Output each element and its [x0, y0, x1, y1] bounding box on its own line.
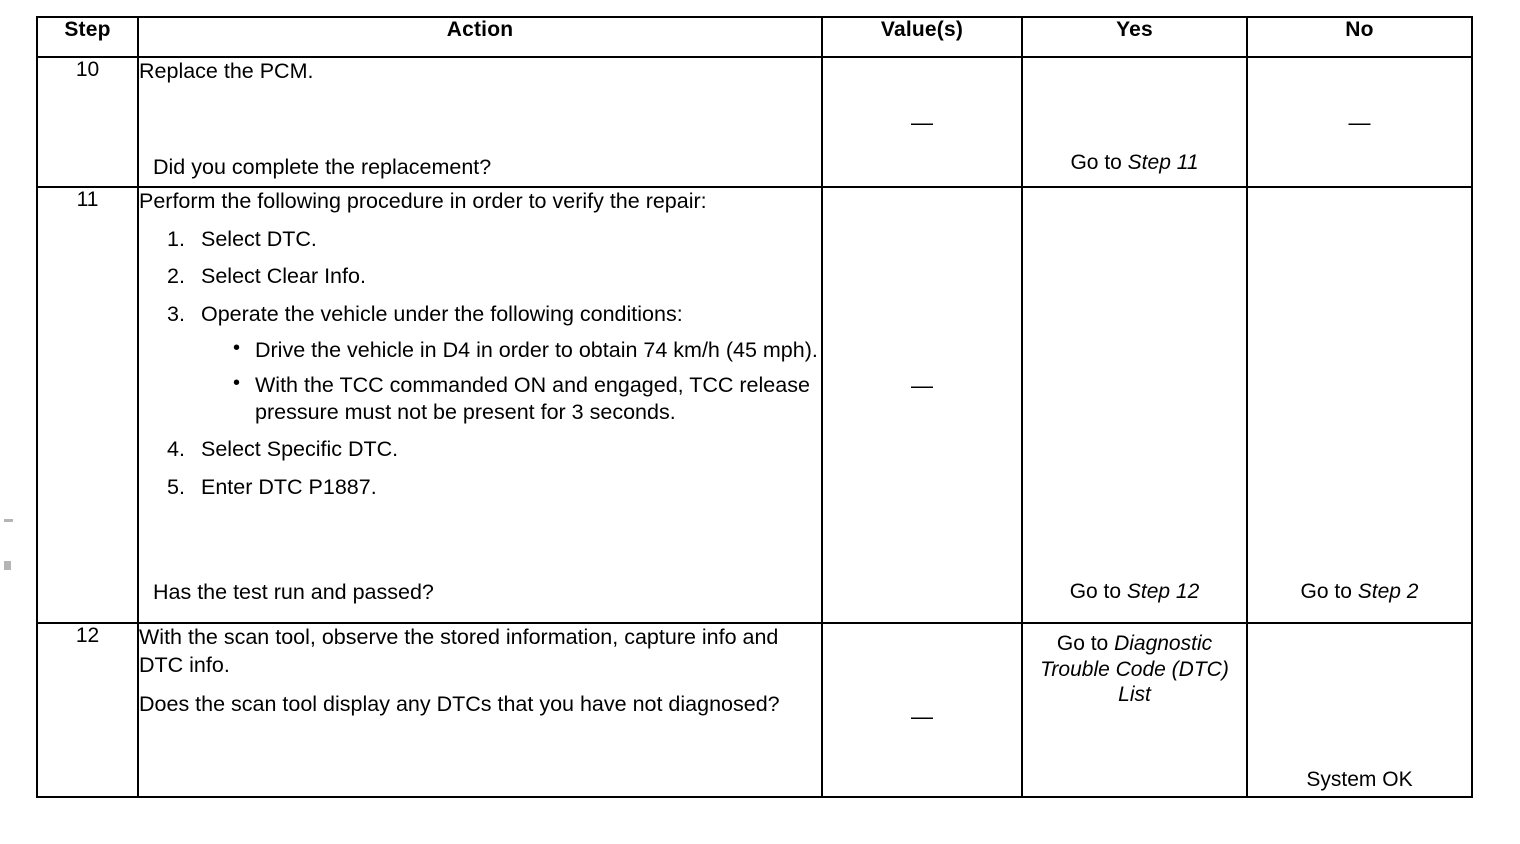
- action-lead-12: With the scan tool, observe the stored i…: [139, 625, 779, 677]
- action-question-11: Has the test run and passed?: [153, 580, 434, 604]
- no-cell-10: —: [1246, 56, 1473, 188]
- bullet-icon: •: [233, 372, 241, 395]
- no-goto-prefix-11: Go to: [1300, 580, 1358, 603]
- no-cell-11: Go to Step 2: [1246, 186, 1473, 624]
- column-header-step: Step: [36, 16, 139, 58]
- procedure-subitem-1: • Drive the vehicle in D4 in order to ob…: [233, 337, 821, 364]
- procedure-item-1: 1. Select DTC.: [167, 226, 821, 254]
- column-header-values: Value(s): [821, 16, 1023, 58]
- action-cell-10: Replace the PCM. Did you complete the re…: [137, 56, 823, 188]
- procedure-item-number: 5.: [167, 474, 185, 499]
- step-number-11: 11: [36, 186, 139, 624]
- procedure-item-4: 4. Select Specific DTC.: [167, 436, 821, 464]
- no-dash-10: —: [1348, 110, 1371, 135]
- yes-goto-reference-11: Step 12: [1126, 580, 1200, 603]
- action-question-10: Did you complete the replacement?: [153, 155, 492, 179]
- value-dash-12: —: [911, 704, 933, 729]
- yes-goto-reference-12: Diagnostic Trouble Code (DTC) List: [1040, 632, 1229, 707]
- value-cell-10: —: [821, 56, 1023, 188]
- procedure-item-2: 2. Select Clear Info.: [167, 263, 821, 291]
- step-number-10: 10: [36, 56, 139, 188]
- yes-goto-10: Go to Step 11: [1023, 150, 1246, 176]
- no-cell-12: System OK: [1246, 622, 1473, 798]
- procedure-subitem-text: With the TCC commanded ON and engaged, T…: [255, 373, 810, 425]
- table-row: 11 Perform the following procedure in or…: [36, 186, 1473, 624]
- value-dash-11: —: [911, 373, 933, 398]
- procedure-item-3: 3. Operate the vehicle under the followi…: [167, 301, 821, 427]
- value-cell-11: —: [821, 186, 1023, 624]
- procedure-item-5: 5. Enter DTC P1887.: [167, 474, 821, 502]
- procedure-sublist-3: • Drive the vehicle in D4 in order to ob…: [201, 337, 821, 426]
- yes-goto-reference-10: Step 11: [1127, 151, 1199, 174]
- value-dash-10: —: [911, 110, 933, 135]
- diagnostic-procedure-table: Step Action Value(s) Yes No 10 Replace t…: [36, 16, 1473, 798]
- yes-goto-prefix-10: Go to: [1070, 151, 1128, 174]
- action-lead-11: Perform the following procedure in order…: [139, 189, 707, 213]
- scan-artifact-lower: [4, 561, 11, 570]
- action-lead-10: Replace the PCM.: [139, 59, 314, 83]
- table-row: 10 Replace the PCM. Did you complete the…: [36, 56, 1473, 188]
- procedure-item-text: Select Clear Info.: [201, 264, 366, 289]
- value-cell-12: —: [821, 622, 1023, 798]
- column-header-action: Action: [137, 16, 823, 58]
- yes-cell-12: Go to Diagnostic Trouble Code (DTC) List: [1021, 622, 1248, 798]
- procedure-item-number: 2.: [167, 264, 185, 289]
- column-header-no: No: [1246, 16, 1473, 58]
- yes-goto-prefix-11: Go to: [1069, 580, 1127, 603]
- yes-goto-11: Go to Step 12: [1023, 579, 1246, 605]
- procedure-item-text: Select Specific DTC.: [201, 437, 399, 462]
- procedure-item-text: Enter DTC P1887.: [201, 474, 377, 499]
- yes-goto-prefix-12: Go to: [1056, 632, 1115, 655]
- bullet-icon: •: [233, 337, 241, 360]
- scan-artifact-upper: [4, 519, 13, 522]
- action-question-12: Does the scan tool display any DTCs that…: [139, 692, 780, 717]
- action-cell-12: With the scan tool, observe the stored i…: [137, 622, 823, 798]
- no-goto-11: Go to Step 2: [1248, 579, 1471, 605]
- no-goto-reference-11: Step 2: [1357, 580, 1419, 603]
- table-row: 12 With the scan tool, observe the store…: [36, 622, 1473, 798]
- procedure-item-number: 3.: [167, 301, 185, 326]
- step-number-12: 12: [36, 622, 139, 798]
- yes-cell-10: Go to Step 11: [1021, 56, 1248, 188]
- procedure-list-11: 1. Select DTC. 2. Select Clear Info. 3. …: [139, 226, 821, 502]
- yes-cell-11: Go to Step 12: [1021, 186, 1248, 624]
- procedure-subitem-2: • With the TCC commanded ON and engaged,…: [233, 372, 821, 426]
- table-header-row: Step Action Value(s) Yes No: [36, 16, 1473, 58]
- yes-goto-12: Go to Diagnostic Trouble Code (DTC) List: [1023, 631, 1246, 708]
- column-header-yes: Yes: [1021, 16, 1248, 58]
- procedure-item-text: Select DTC.: [201, 226, 317, 251]
- procedure-item-number: 4.: [167, 437, 185, 462]
- no-result-12: System OK: [1306, 768, 1413, 791]
- procedure-item-number: 1.: [167, 226, 185, 251]
- procedure-item-text: Operate the vehicle under the following …: [201, 301, 683, 326]
- action-cell-11: Perform the following procedure in order…: [137, 186, 823, 624]
- procedure-subitem-text: Drive the vehicle in D4 in order to obta…: [255, 338, 818, 363]
